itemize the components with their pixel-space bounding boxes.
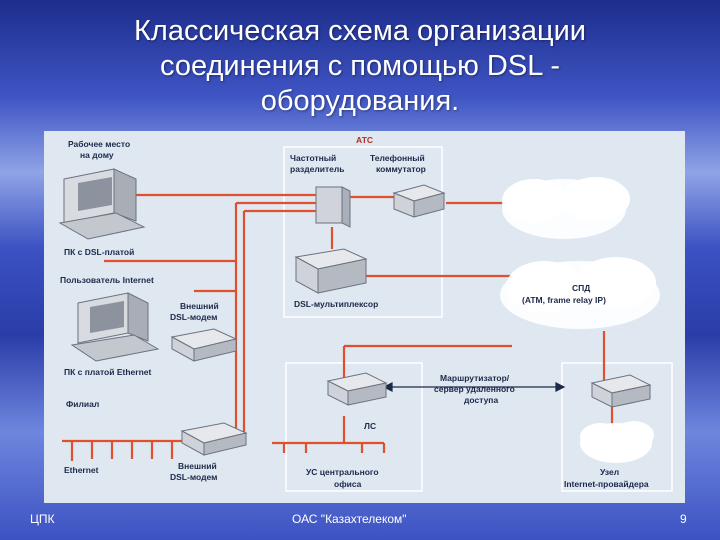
ext-modem-1-label-2: DSL-модем [170,312,217,322]
spd-cloud [500,257,660,329]
footer-page-number: 9 [680,512,687,526]
central-office-label-2: офиса [334,479,362,489]
splitter-label-1: Частотный [290,153,336,163]
dsl-multiplexer [294,248,368,294]
ls-label: ЛС [364,421,376,431]
router-link [382,382,566,392]
telephone-switch [392,184,446,218]
spd-label-2: (ATM, frame relay IP) [522,295,606,305]
dsl-network-diagram: Рабочее место на дому ПК с DSL-платой По… [44,131,685,503]
ats-label: АТС [356,135,373,145]
title-line-1: Классическая схема организации [134,15,586,47]
switch-label-1: Телефонный [370,153,425,163]
isp-node-label-1: Узел [600,467,619,477]
ext-modem-2-label-1: Внешний [178,461,217,471]
ethernet-label: Ethernet [64,465,99,475]
footer-left: ЦПК [30,512,55,526]
slide-title: Классическая схема организации соединени… [90,14,630,119]
splitter-label-2: разделитель [290,164,345,174]
ats-region [283,146,443,318]
switch-label-2: коммутатор [376,164,426,174]
central-office-label-1: УС центрального [306,467,379,477]
pc-ethernet-label: ПК с платой Ethernet [64,367,151,377]
internet-user-label: Пользователь Internet [60,275,154,285]
workstation-label-1: Рабочее место [68,139,130,149]
external-dsl-modem-1 [170,328,238,362]
ext-modem-1-label-1: Внешний [180,301,219,311]
frequency-splitter [315,186,351,228]
footer-center: ОАС "Казахтелеком" [292,512,407,526]
isp-node-label-2: Internet-провайдера [564,479,649,489]
spd-label-1: СПД [572,283,590,293]
pstn-label: ТфОП [552,205,577,215]
router-label-2: сервер удаленного [434,384,515,394]
isp-router [590,374,652,408]
router-label-1: Маршрутизатор/ [440,373,510,383]
internet-user-pc [70,292,160,362]
ext-modem-2-label-2: DSL-модем [170,472,217,482]
router-label-3: доступа [464,395,498,405]
title-line-3: оборудования. [260,85,460,117]
branch-label: Филиал [66,399,99,409]
dsl-mux-label: DSL-мультиплексор [294,299,378,309]
internet-cloud [580,421,654,463]
internet-label: Internet [600,437,631,447]
title-line-2: соединения с помощью DSL - [160,50,560,82]
external-dsl-modem-2 [180,422,248,456]
pc-dsl-label: ПК с DSL-платой [64,247,134,257]
pstn-cloud [502,177,630,239]
diagram-canvas: Рабочее место на дому ПК с DSL-платой По… [58,135,673,492]
remote-access-router [326,372,388,406]
workstation-label-2: на дому [80,150,114,160]
central-office-region [285,362,423,492]
home-workstation-pc [58,168,146,240]
isp-region [561,362,673,492]
